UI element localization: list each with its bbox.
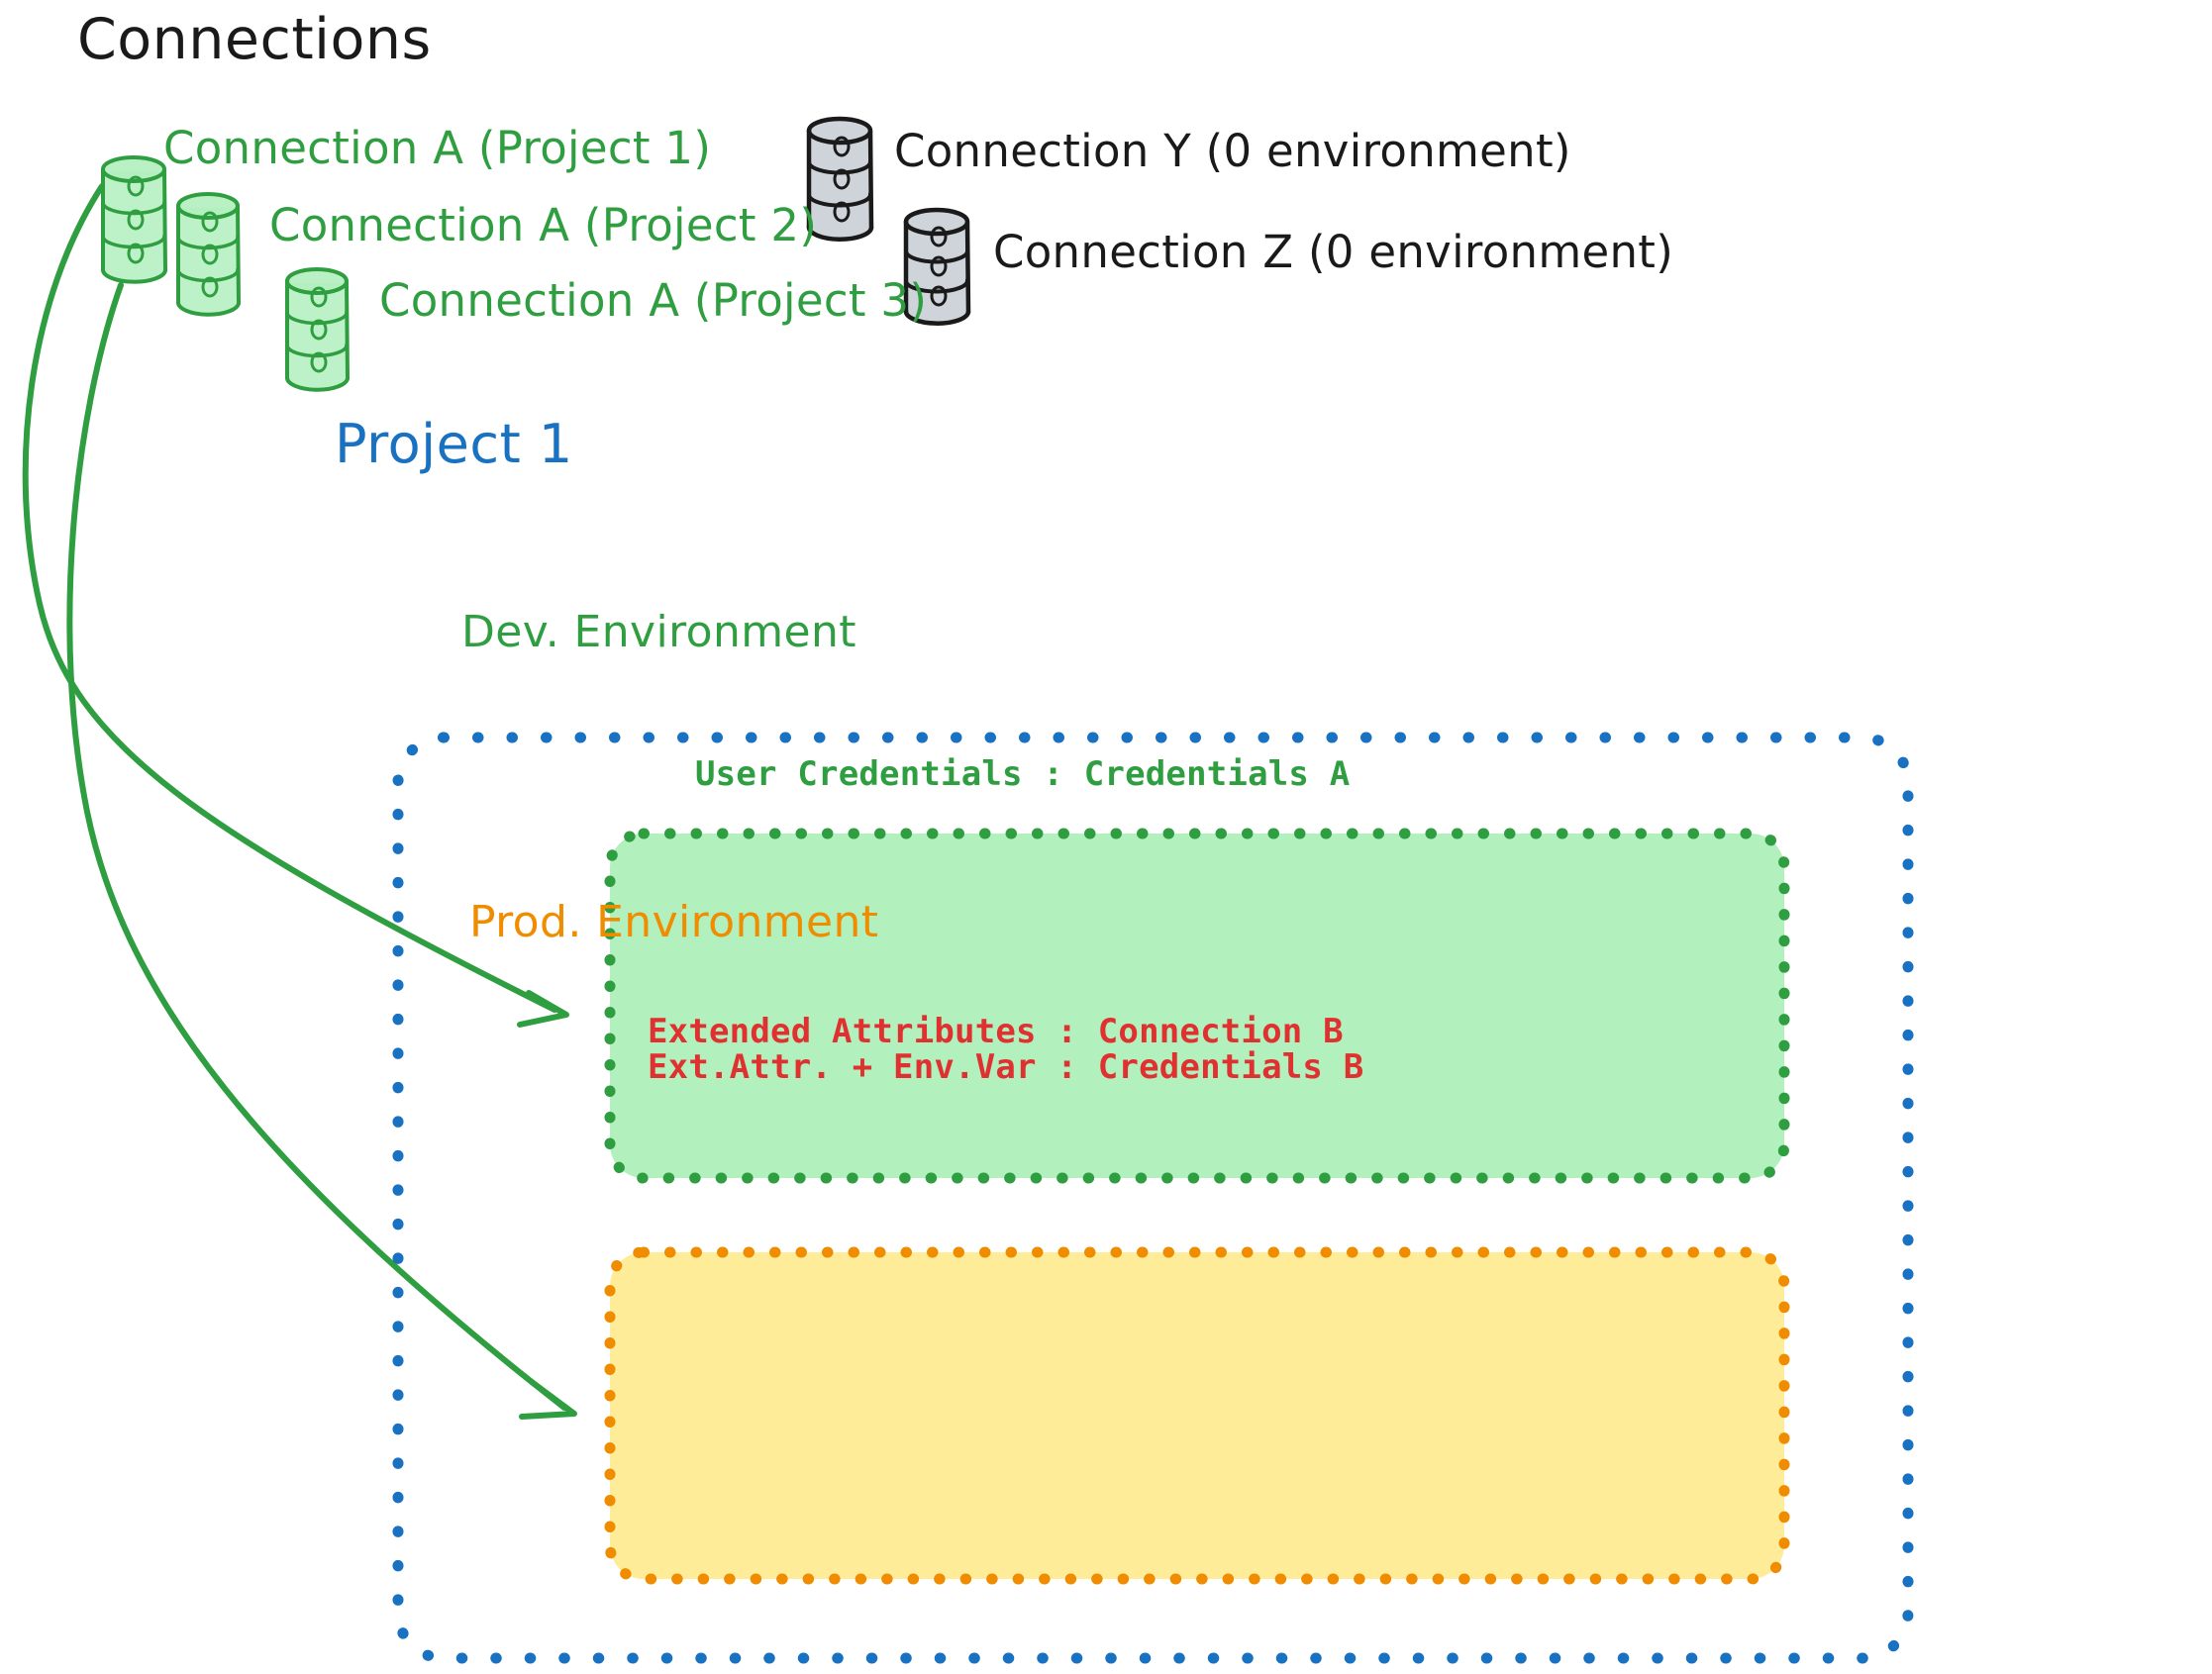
database-cylinder-icon — [285, 267, 350, 392]
database-cylinder-icon — [806, 116, 874, 242]
connection-label-y: Connection Y (0 environment) — [894, 125, 1571, 177]
prod-environment-title: Prod. Environment — [469, 897, 879, 947]
database-cylinder-icon — [903, 207, 971, 326]
prod-environment-entry: Ext.Attr. + Env.Var : Credentials B — [648, 1047, 1364, 1087]
project-title: Project 1 — [335, 413, 573, 475]
connection-label-z: Connection Z (0 environment) — [993, 226, 1674, 278]
connection-label-a-project-3: Connection A (Project 3) — [379, 274, 928, 327]
database-cylinder-icon — [101, 155, 167, 284]
dev-environment-box — [604, 828, 1790, 1184]
prod-environment-entry: Extended Attributes : Connection B — [648, 1012, 1344, 1051]
arrow-connection-a-to-prod — [66, 282, 577, 1420]
connection-label-a-project-2: Connection A (Project 2) — [269, 199, 818, 251]
arrow-connection-a-to-dev — [22, 183, 569, 1028]
prod-environment-box — [604, 1246, 1790, 1585]
page-title: Connections — [77, 7, 432, 72]
dev-environment-title: Dev. Environment — [461, 607, 856, 657]
database-cylinder-icon — [176, 192, 241, 317]
dev-environment-entry: User Credentials : Credentials A — [695, 754, 1351, 794]
connection-label-a-project-1: Connection A (Project 1) — [163, 122, 712, 174]
